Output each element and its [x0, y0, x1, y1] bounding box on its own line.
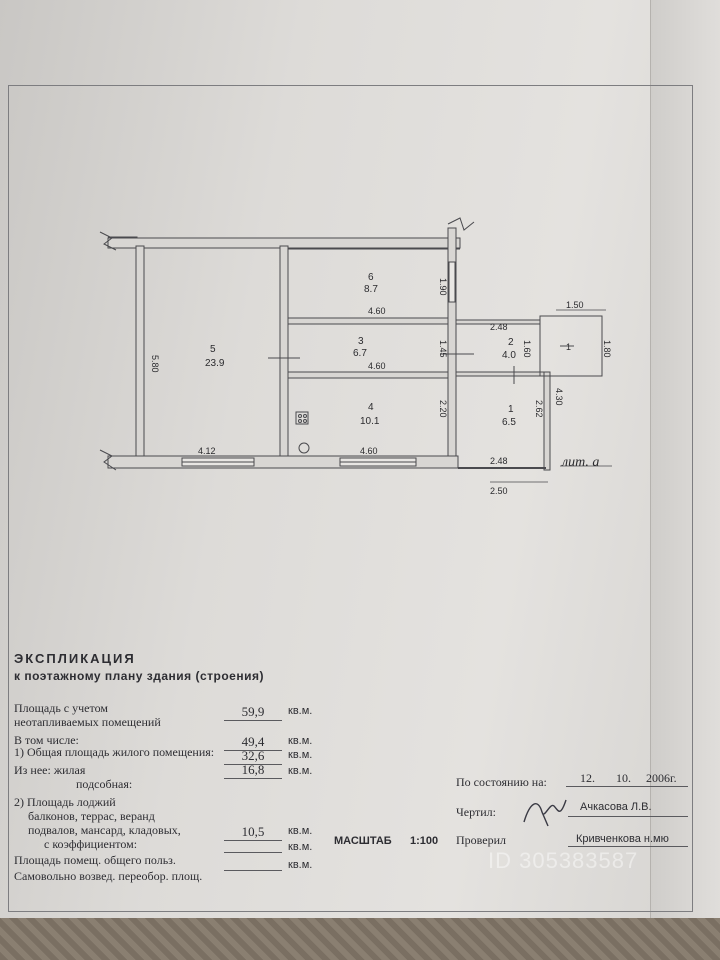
- dim-label: 2.62: [534, 400, 544, 418]
- dim-label: 2.50: [490, 486, 508, 496]
- room-number: 3: [358, 336, 364, 347]
- dim-label: 4.12: [198, 446, 216, 456]
- document-frame: [8, 85, 693, 912]
- date-month: 10.: [616, 771, 631, 785]
- room-area: 23.9: [205, 358, 225, 369]
- document-sheet: [0, 0, 700, 960]
- room-number: 4: [368, 402, 374, 413]
- second-sheet-edge: [650, 0, 720, 960]
- dim-label: 4.60: [368, 361, 386, 371]
- row-label: 1) Общая площадь жилого помещения:: [14, 745, 215, 759]
- dim-label: 2.48: [490, 322, 508, 332]
- dim-label: 2.48: [490, 456, 508, 466]
- date-line: [566, 786, 688, 787]
- explication-title: ЭКСПЛИКАЦИЯ: [14, 651, 136, 666]
- room-number: 2: [508, 337, 514, 348]
- room-labels: 5 23.9 6 8.7 3 6.7 4 10.1 2 4.0 1 6.5: [205, 272, 516, 428]
- date-year: 2006г.: [646, 771, 677, 785]
- checked-name: Кривченкова н.мю: [576, 833, 669, 845]
- row-label: балконов, террас, веранд: [28, 809, 155, 823]
- row-value: 59,9: [224, 704, 282, 721]
- row-label: Самовольно возвед. переобор. площ.: [14, 869, 203, 883]
- row-label: неотапливаемых помещений: [14, 715, 161, 729]
- room-area: 6.5: [502, 417, 516, 428]
- lit-label: лит. а: [561, 455, 599, 470]
- row-label: Площадь с учетом: [14, 701, 108, 715]
- dim-label: 1.90: [438, 278, 448, 296]
- row-label: Площадь помещ. общего польз.: [14, 853, 176, 867]
- drew-line: [568, 816, 688, 817]
- value-line: [224, 852, 282, 853]
- room-number: 1: [508, 404, 514, 415]
- dim-label: 2.20: [438, 400, 448, 418]
- dim-label: 4.30: [554, 388, 564, 406]
- dim-label: 4.60: [360, 446, 378, 456]
- row-value: 32,6: [224, 748, 282, 765]
- dim-label: 4.60: [368, 306, 386, 316]
- row-label: 2) Площадь лоджий: [14, 795, 116, 809]
- dim-label: 5.80: [150, 355, 160, 373]
- checked-line: [568, 846, 688, 847]
- room-number: 6: [368, 272, 374, 283]
- scale-value: 1:100: [410, 835, 439, 847]
- value-line: [224, 870, 282, 871]
- dim-label: 1.50: [566, 300, 584, 310]
- dim-label: 1.45: [438, 340, 448, 358]
- scale-label: МАСШТАБ: [334, 835, 392, 847]
- row-unit: кв.м.: [288, 859, 313, 871]
- dim-label: 1: [566, 342, 571, 352]
- dim-label: 1.80: [602, 340, 612, 358]
- row-value: 16,8: [224, 762, 282, 779]
- status-label: По состоянию на:: [456, 775, 547, 789]
- row-value: 10,5: [224, 824, 282, 841]
- row-unit: кв.м.: [288, 705, 313, 717]
- row-unit: кв.м.: [288, 841, 313, 853]
- room-area: 4.0: [502, 350, 516, 361]
- row-label: Из нее: жилая: [14, 763, 86, 777]
- dim-label: 1.60: [522, 340, 532, 358]
- carpet-floor: [0, 918, 720, 960]
- row-unit: кв.м.: [288, 765, 313, 777]
- watermark: ID 305383587: [488, 848, 639, 873]
- drew-label: Чертил:: [456, 805, 496, 819]
- explication-subtitle: к поэтажному плану здания (строения): [14, 669, 264, 683]
- row-label: подвалов, мансард, кладовых,: [28, 823, 181, 837]
- room-area: 6.7: [353, 348, 367, 359]
- room-area: 10.1: [360, 416, 380, 427]
- checked-label: Проверил: [456, 833, 506, 847]
- dimensions: 5.80 4.12 4.60 4.60 4.60 1.90 1.45 2.20 …: [150, 278, 612, 496]
- room-area: 8.7: [364, 284, 378, 295]
- drew-name: Ачкасова Л.В.: [580, 801, 652, 813]
- row-label: подсобная:: [76, 777, 133, 791]
- room-number: 5: [210, 344, 216, 355]
- row-label: В том числе:: [14, 733, 79, 747]
- row-unit: кв.м.: [288, 825, 313, 837]
- row-value: 49,4: [224, 734, 282, 751]
- row-unit: кв.м.: [288, 749, 313, 761]
- signature: [523, 799, 567, 827]
- row-label: с коэффициентом:: [44, 837, 138, 851]
- date-day: 12.: [580, 771, 595, 785]
- row-unit: кв.м.: [288, 735, 313, 747]
